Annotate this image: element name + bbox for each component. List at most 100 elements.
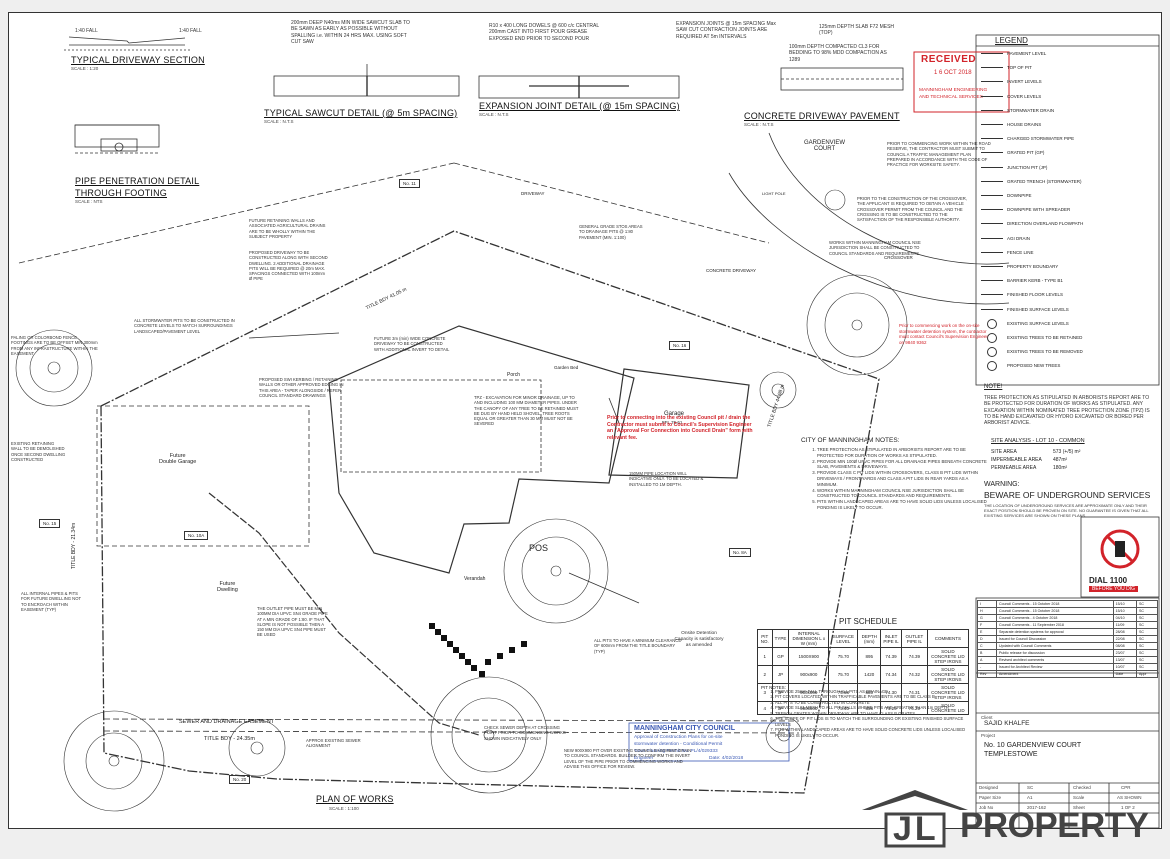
revision-cell: Council Comments - 15 October 2018 (996, 600, 1114, 608)
legend-label: GRATED PIT (GP) (1007, 150, 1045, 156)
pit-cell: 75.70 (828, 647, 859, 666)
legend-label: FINISHED SURFACE LEVELS (1007, 306, 1069, 312)
scale-label: Scale (1073, 795, 1085, 800)
dial-number: DIAL 1100 (1089, 576, 1128, 585)
job-label: Job No (979, 805, 994, 810)
revision-cell: SC (1135, 621, 1159, 629)
checked-value: CPR (1121, 785, 1131, 790)
plan-note: CHECK SEWER DEPTH AT CROSSING POINT PRIO… (484, 725, 569, 741)
revision-cell: Appr (1135, 670, 1159, 678)
legend-item: EXISTING TREES TO BE REMOVED (977, 347, 1159, 358)
revision-cell: H (976, 607, 998, 615)
pit-cell: 74.29 (900, 701, 928, 715)
legend-symbol (981, 138, 1003, 140)
revision-cell: A (976, 656, 998, 664)
site-analysis-key: PERMEABLE AREA (991, 465, 1037, 471)
legend-label: INVERT LEVELS (1007, 79, 1042, 85)
revision-cell: 10/07 (1112, 663, 1137, 671)
jl-property-logo: JL PROPERTY (860, 786, 1166, 852)
legend-label: FINISHED FLOOR LEVELS (1007, 292, 1064, 298)
pit-cell: SOLID CONCRETE LID (926, 701, 970, 715)
note-text: TREE PROTECTION AS STIPULATED IN ARBORIS… (984, 395, 1150, 426)
revision-cell: 04/10 (1112, 614, 1137, 622)
legend-item: GRATED TRENCH (STORMWATER) (977, 177, 1159, 188)
revision-cell: C (976, 642, 998, 650)
plan-note: ALL INTERNAL PIPES & PITS FOR FUTURE DWE… (21, 591, 81, 612)
label-concrete-driveway: CONCRETE DRIVEWAY (706, 268, 757, 273)
label-title-bdy-4: TITLE BDY - 21.34m (71, 522, 78, 570)
plan-note: ALL STORMWATER PITS TO BE CONSTRUCTED IN… (134, 318, 235, 334)
site-analysis-key: SITE AREA (991, 449, 1017, 455)
pit-header-cell: TYPE (771, 629, 790, 648)
legend-item: CHARGED STORMWATER PIPE (977, 134, 1159, 145)
plan-note: FUTURE RETAINING WALLS AND ASSOCIATED AG… (249, 218, 326, 239)
legend-item: AGI DRAIN (977, 234, 1159, 245)
plan-note: PROPOSED DRIVEWAY TO BE CONSTRUCTED ALON… (249, 250, 328, 282)
pit-header-cell: INLET PIPE IL (880, 629, 902, 648)
label-garage-ffl: FFL 76.61 (662, 420, 683, 425)
legend-label: GRATED TRENCH (STORMWATER) (1007, 178, 1082, 184)
logo-text: PROPERTY (960, 806, 1149, 845)
client-name: SAJID KHALFE (984, 720, 1030, 727)
received-stamp-line2: AND TECHNICAL SERVICES (919, 95, 983, 100)
pit-cell: SOLID CONCRETE LID STEP IRONS (926, 647, 970, 666)
legend-label: FENCE LINE (1007, 249, 1034, 255)
revision-cell: 11/09 (1112, 621, 1137, 629)
legend-symbol (981, 67, 1003, 69)
pit-cell: 74.39 (900, 647, 928, 666)
revision-cell: Amendment (996, 670, 1114, 678)
site-analysis-key: IMPERMEABLE AREA (991, 457, 1042, 463)
note-dowels: R10 x 400 LONG DOWELS @ 600 c/c CENTRAL … (489, 23, 599, 42)
pavement-scale: SCALE : N.T.S (744, 122, 774, 127)
note-item: PITS WITHIN LANDSCAPED AREAS ARE TO HAVE… (775, 727, 975, 738)
note-item: TRENCH GRATES WITHIN DRIVEWAY ARE TO HAV… (775, 711, 975, 716)
revision-cell: F (976, 621, 998, 629)
revision-cell: I (976, 600, 998, 608)
legend-item: FINISHED SURFACE LEVELS (977, 305, 1159, 316)
note-item: PITS WITHIN LANDSCAPED AREAS ARE TO HAVE… (817, 499, 987, 511)
legend-symbol (987, 347, 997, 358)
pit-cell: 75.70 (828, 665, 859, 684)
revision-cell: B (976, 649, 998, 657)
legend-symbol (981, 280, 1003, 282)
legend-symbol (981, 109, 1003, 111)
legend-title: LEGEND (995, 36, 1028, 45)
label-light-pole: LIGHT POLE (762, 191, 786, 196)
project-label: Project (981, 733, 996, 738)
red-note-connection: Prior to connecting into the existing Co… (607, 415, 753, 441)
legend-label: DOWNPIPE (1007, 193, 1032, 198)
revision-cell: SC (1135, 628, 1159, 636)
label-easement: SEWER AND DRAINAGE EASEMENT (179, 719, 275, 725)
legend-label: EXISTING TREES TO BE RETAINED (1007, 335, 1083, 340)
legend-item: DOWNPIPE WITH SPREADER (977, 205, 1159, 216)
pit-header-cell: OUTLET PIPE IL (900, 629, 928, 648)
penetration-scale: SCALE : NTS (75, 199, 103, 204)
legend-symbol (981, 152, 1003, 154)
site-analysis-value: 180m² (1053, 465, 1068, 471)
revision-cell: SC (1135, 607, 1159, 615)
site-analysis-row: PERMEABLE AREA 180m² (991, 465, 1091, 473)
legend-label: JUNCTION PIT (JP) (1007, 164, 1048, 170)
legend-symbol (981, 223, 1003, 225)
revision-cell: Council Comments - 15 October 2018 (996, 607, 1114, 615)
pit-cell: 895 (857, 647, 882, 666)
legend-symbol (981, 266, 1003, 267)
approval-stamp-engineer: Engineer (634, 756, 654, 761)
legend-symbol (981, 81, 1003, 83)
legend-label: CHARGED STORMWATER PIPE (1007, 136, 1075, 142)
legend-item: PROPERTY BOUNDARY (977, 262, 1159, 273)
legend-item: DOWNPIPE (977, 191, 1159, 202)
revision-cell: SC (1135, 656, 1159, 664)
plan-note: PALING OR COLORBOND FENCE FOOTINGS ARE T… (11, 335, 98, 356)
revision-cell: 15/10 (1112, 607, 1137, 615)
plan-scale: SCALE : 1:100 (329, 806, 359, 811)
size-label: Paper Size (979, 795, 1002, 800)
